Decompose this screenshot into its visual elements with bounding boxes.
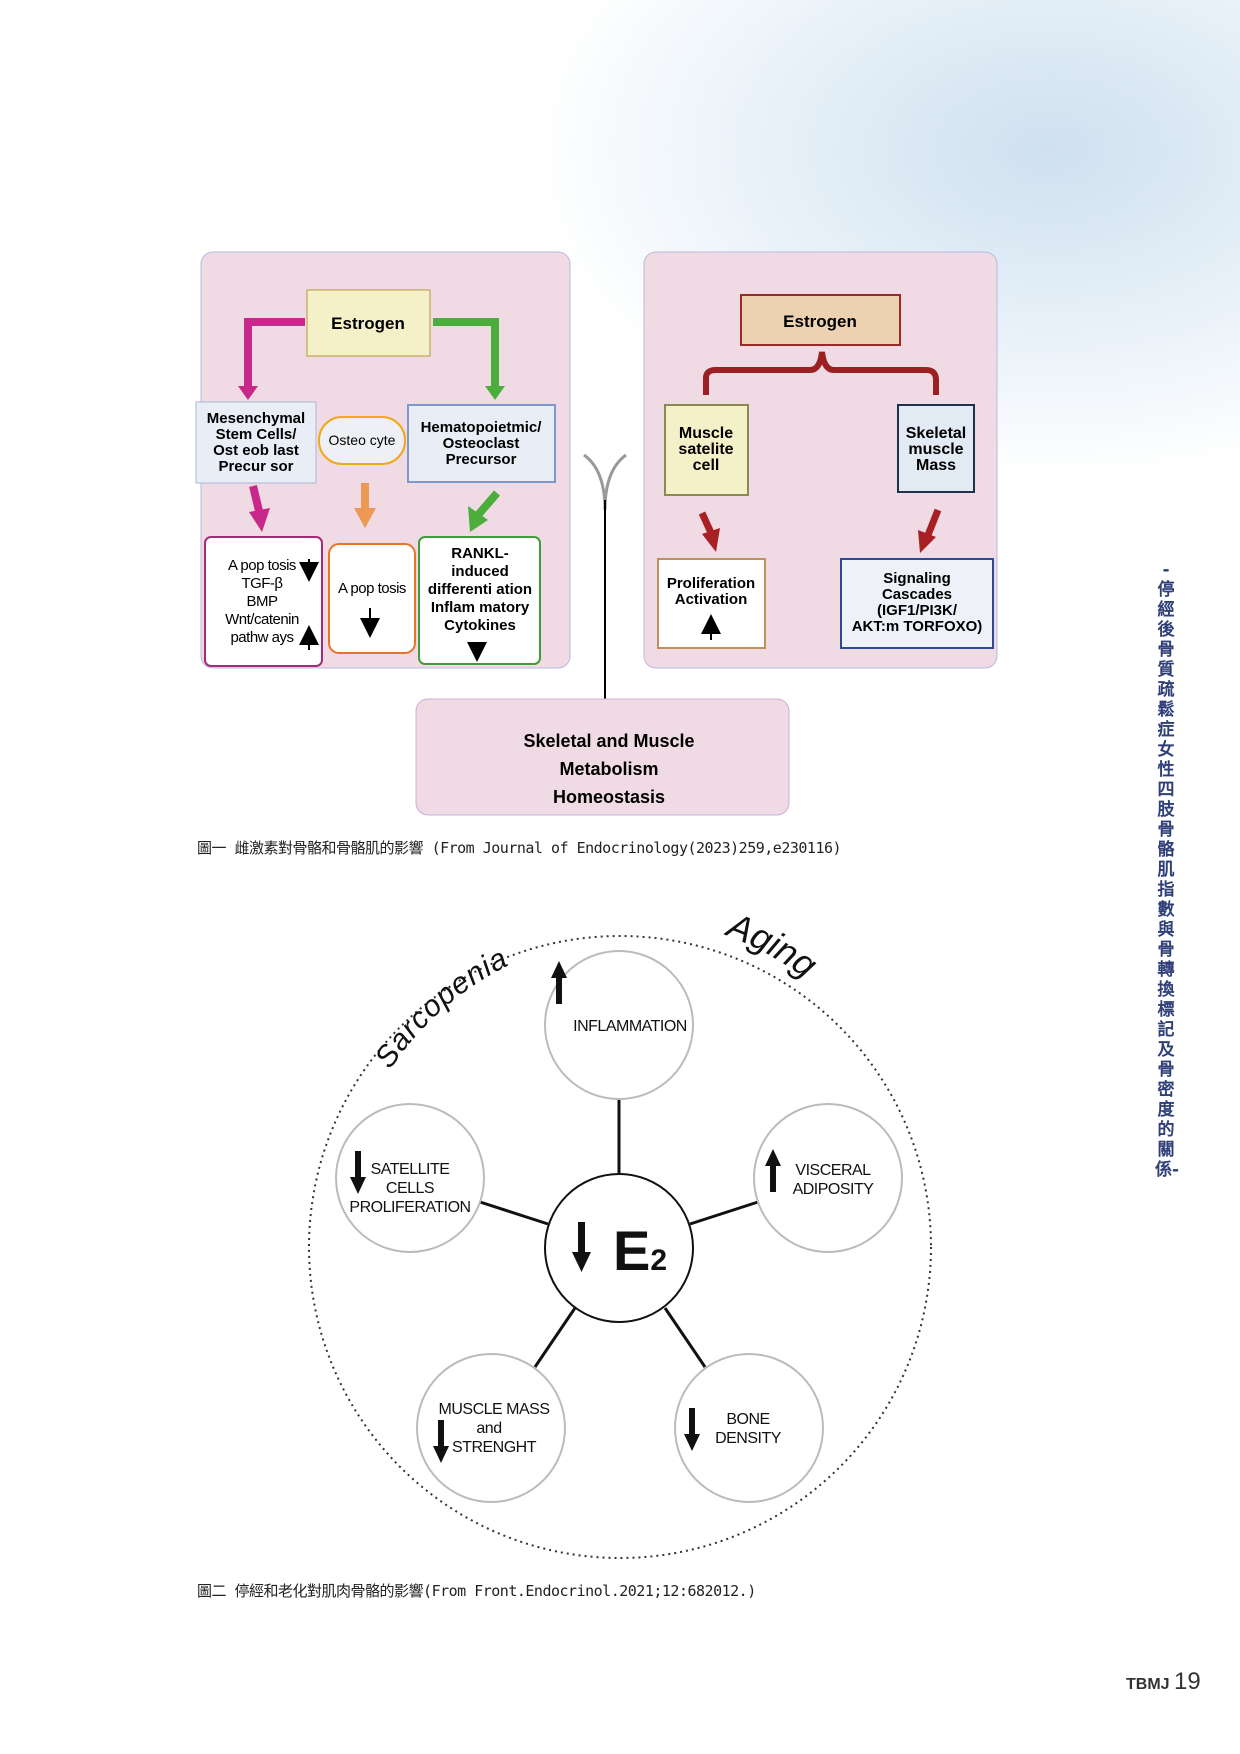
side-title: -停經後骨質疏鬆症女性四肢骨骼肌指數與骨轉換標記及骨密度的關係- <box>1155 560 1180 1180</box>
box3-line: RANKL- <box>451 545 509 562</box>
estrogen-label: Estrogen <box>331 314 405 333</box>
estrogen-box-right <box>740 294 901 346</box>
muscle-line: MUSCLE MASS <box>439 1401 550 1418</box>
box1-line: A pop tosis <box>228 557 296 574</box>
prolif-line: Proliferation <box>667 575 755 592</box>
outcome-line: Metabolism <box>559 759 658 779</box>
down-arrow-icon <box>572 1222 591 1272</box>
satellite-line: PROLIFERATION <box>349 1199 470 1216</box>
footer: TBMJ 19 <box>1126 1668 1201 1696</box>
msc-line: Stem Cells/ <box>216 426 298 443</box>
osteocyte-oval <box>318 416 406 465</box>
box1-line: BMP <box>246 593 278 610</box>
signal-line: AKT:m TORFOXO) <box>852 618 983 635</box>
satellite-line: cell <box>693 457 720 474</box>
signal-line: Cascades <box>882 586 952 603</box>
satellite-line: Muscle <box>679 425 733 442</box>
box3-line: differenti ation <box>428 581 532 598</box>
mass-line: Mass <box>916 457 956 474</box>
muscle-line: STRENGHT <box>452 1439 537 1456</box>
figure2-caption: 圖二 停經和老化對肌肉骨骼的影響(From Front.Endocrinol.2… <box>197 1582 756 1600</box>
apoptosis-box-2 <box>328 543 416 654</box>
svg-text:Aging: Aging <box>720 903 825 985</box>
box3-line: Cytokines <box>444 617 516 634</box>
muscle-line: and <box>476 1420 501 1437</box>
visceral-line: ADIPOSITY <box>793 1181 875 1198</box>
hemato-line: Precursor <box>446 451 517 468</box>
box1-line: pathw ays <box>230 629 293 646</box>
mass-box <box>897 404 975 493</box>
satellite-box <box>664 404 749 496</box>
inflammation-label: INFLAMMATION <box>573 1018 687 1035</box>
e2-label: E2 <box>613 1219 667 1282</box>
osteocyte-label: Osteo cyte <box>329 432 396 448</box>
brace <box>703 351 939 395</box>
outcome-line: Skeletal and Muscle <box>523 731 694 751</box>
msc-line: Precur sor <box>218 458 293 475</box>
msc-line: Mesenchymal <box>207 410 305 427</box>
up-arrow-icon <box>765 1149 781 1192</box>
down-arrow-icon <box>350 1151 366 1194</box>
box3-line: induced <box>451 563 509 580</box>
hemato-line: Osteoclast <box>443 435 520 452</box>
box1-line: TGF-β <box>241 575 283 592</box>
bone-line: BONE <box>726 1411 769 1428</box>
mass-line: Skeletal <box>906 425 966 442</box>
svg-text:Sarcopenia: Sarcopenia <box>369 941 514 1074</box>
signal-line: (IGF1/PI3K/ <box>877 602 958 619</box>
figure2: Sarcopenia Aging E2 INFLAMMATION SATELLI… <box>308 903 932 1559</box>
box3-line: Inflam matory <box>431 599 530 616</box>
aging-label: Aging <box>720 903 825 985</box>
msc-box <box>195 401 317 484</box>
prolif-line: Activation <box>675 591 748 608</box>
estrogen-label: Estrogen <box>783 312 857 331</box>
inflammation-node <box>544 950 694 1100</box>
visceral-node <box>753 1103 903 1253</box>
down-arrow-icon <box>684 1408 700 1451</box>
hemato-line: Hematopoietmic/ <box>421 419 543 436</box>
satellite-node <box>335 1103 485 1253</box>
e2-node <box>544 1173 694 1323</box>
rankl-box <box>418 536 541 665</box>
mass-line: muscle <box>908 441 963 458</box>
msc-line: Ost eob last <box>213 442 299 459</box>
page-number: 19 <box>1174 1668 1201 1695</box>
box2-label: A pop tosis <box>338 580 406 597</box>
signal-line: Signaling <box>883 570 951 587</box>
visceral-line: VISCERAL <box>795 1162 871 1179</box>
hemato-box <box>407 404 556 483</box>
journal-name: TBMJ <box>1126 1676 1170 1693</box>
down-arrow-icon <box>433 1420 449 1463</box>
satellite-line: satelite <box>678 441 733 458</box>
bone-node <box>674 1353 824 1503</box>
bone-line: DENSITY <box>715 1430 782 1447</box>
outcome-box <box>415 698 790 816</box>
apoptosis-box-1 <box>204 536 323 667</box>
satellite-line: CELLS <box>386 1180 434 1197</box>
figure1-caption: 圖一 雌激素對骨骼和骨骼肌的影響 (From Journal of Endocr… <box>197 839 842 857</box>
estrogen-box-left <box>306 289 431 357</box>
outcome-line: Homeostasis <box>553 787 665 807</box>
satellite-line: SATELLITE <box>371 1161 450 1178</box>
signal-box <box>840 558 994 649</box>
sarcopenia-label: Sarcopenia <box>369 941 513 1074</box>
up-arrow-icon <box>551 961 567 1004</box>
box1-line: Wnt/catenin <box>225 611 299 628</box>
figure1: Estrogen Mesenchymal Stem Cells/ Ost eob… <box>195 251 998 816</box>
muscle-node <box>416 1353 566 1503</box>
